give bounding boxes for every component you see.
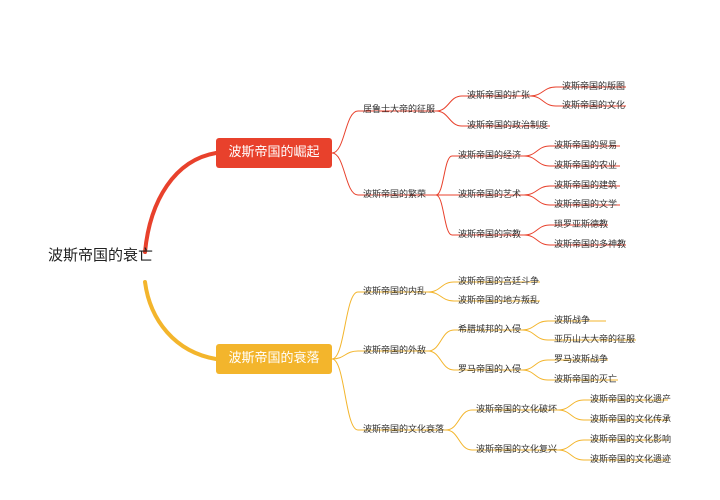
- topic-greek-invasion[interactable]: 希腊城邦的入侵: [458, 325, 522, 335]
- topic-expansion[interactable]: 波斯帝国的扩张: [467, 91, 531, 101]
- connector-foreign-greek: [427, 329, 522, 352]
- connector-rise-prosperity: [331, 152, 436, 196]
- topic-agriculture[interactable]: 波斯帝国的农业: [554, 161, 618, 171]
- connector-rise-conquest: [331, 110, 436, 154]
- connector-economy-agriculture: [523, 155, 620, 167]
- topic-alexander[interactable]: 亚历山大大帝的征服: [554, 335, 636, 345]
- connector-fall-culture: [331, 358, 446, 431]
- topic-foreign-enemies[interactable]: 波斯帝国的外敌: [363, 346, 427, 356]
- topic-architecture[interactable]: 波斯帝国的建筑: [554, 181, 618, 191]
- topic-roman-invasion[interactable]: 罗马帝国的入侵: [458, 365, 522, 375]
- topic-cultural-revival[interactable]: 波斯帝国的文化复兴: [476, 445, 558, 455]
- connector-art-literature: [523, 194, 620, 206]
- topic-literature[interactable]: 波斯帝国的文学: [554, 200, 618, 210]
- connector-foreign-roman: [427, 350, 522, 371]
- connector-roman-fall: [521, 369, 618, 381]
- connector-revival-influence: [557, 439, 668, 451]
- connector-roman-romanpersian: [521, 359, 608, 371]
- connector-revival-relics: [557, 449, 668, 461]
- topic-cultural-influence[interactable]: 波斯帝国的文化影响: [590, 435, 672, 445]
- connector-prosperity-economy: [435, 155, 524, 196]
- topic-civil-strife[interactable]: 波斯帝国的内乱: [363, 287, 427, 297]
- connector-greek-alexander: [521, 329, 636, 341]
- connector-destruction-inheritance: [557, 409, 668, 421]
- connector-expansion-territory: [529, 86, 626, 97]
- topic-prosperity[interactable]: 波斯帝国的繁荣: [363, 190, 427, 200]
- topic-roman-persian-wars[interactable]: 罗马波斯战争: [554, 355, 609, 365]
- connector-conquest-politics: [435, 110, 550, 127]
- connector-expansion-culture: [529, 95, 626, 107]
- connector-fall-foreign: [331, 350, 428, 360]
- topic-cultural-heritage[interactable]: 波斯帝国的文化遗产: [590, 395, 672, 405]
- root-topic[interactable]: 波斯帝国的衰亡: [48, 246, 154, 264]
- topic-rebellion[interactable]: 波斯帝国的地方叛乱: [458, 296, 540, 306]
- connector-civil-court: [427, 281, 540, 293]
- connector-culture-destruction: [445, 409, 558, 431]
- topic-cultural-destruction[interactable]: 波斯帝国的文化破坏: [476, 405, 558, 415]
- topic-expansion-culture[interactable]: 波斯帝国的文化: [562, 101, 626, 111]
- topic-cultural-relics[interactable]: 波斯帝国的文化遗迹: [590, 455, 672, 465]
- connector-culture-revival: [445, 429, 558, 451]
- topic-cultural-inheritance[interactable]: 波斯帝国的文化传承: [590, 415, 672, 425]
- topic-zoroastrianism[interactable]: 琐罗亚斯德教: [554, 220, 609, 230]
- connector-greek-persianwars: [521, 320, 606, 331]
- topic-religion[interactable]: 波斯帝国的宗教: [458, 230, 522, 240]
- topic-persian-wars[interactable]: 波斯战争: [554, 316, 591, 326]
- topic-court-struggle[interactable]: 波斯帝国的宫廷斗争: [458, 277, 540, 287]
- connector-root-rise: [143, 151, 218, 254]
- connector-conquest-expansion: [435, 95, 530, 112]
- branch-rise[interactable]: 波斯帝国的崛起: [216, 138, 332, 168]
- connector-civil-rebellion: [427, 291, 540, 302]
- topic-economy[interactable]: 波斯帝国的经济: [458, 151, 522, 161]
- connector-religion-zoroastrianism: [523, 224, 608, 236]
- topic-conquest[interactable]: 居鲁士大帝的征服: [363, 105, 436, 115]
- connector-destruction-heritage: [557, 399, 668, 411]
- connector-religion-polytheism: [523, 234, 626, 246]
- topic-cultural-decline[interactable]: 波斯帝国的文化衰落: [363, 425, 445, 435]
- connector-fall-civil: [331, 291, 428, 360]
- topic-empire-fall[interactable]: 波斯帝国的灭亡: [554, 375, 618, 385]
- topic-territory[interactable]: 波斯帝国的版图: [562, 82, 626, 92]
- topic-art[interactable]: 波斯帝国的艺术: [458, 190, 522, 200]
- topic-polytheism[interactable]: 波斯帝国的多神教: [554, 240, 627, 250]
- topic-politics[interactable]: 波斯帝国的政治制度: [467, 121, 549, 131]
- connector-art-architecture: [523, 185, 620, 196]
- branch-fall[interactable]: 波斯帝国的衰落: [216, 344, 332, 374]
- connector-prosperity-religion: [435, 194, 524, 236]
- connector-economy-trade: [523, 145, 620, 157]
- topic-trade[interactable]: 波斯帝国的贸易: [554, 141, 618, 151]
- connector-root-fall: [143, 280, 218, 361]
